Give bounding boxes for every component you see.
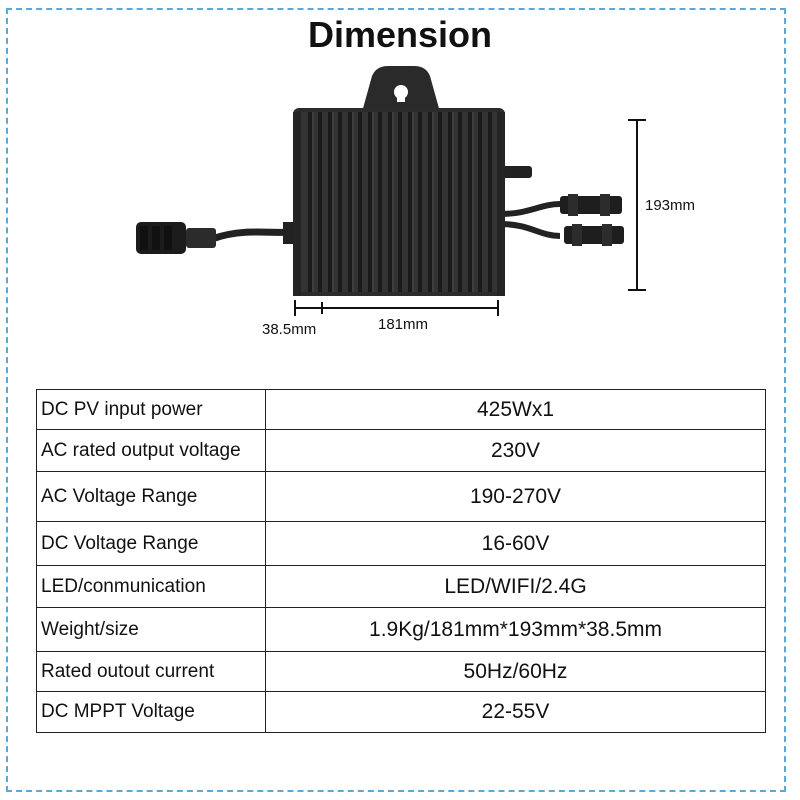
microinverter-image xyxy=(136,66,646,316)
table-row: AC Voltage Range 190-270V xyxy=(36,471,766,522)
spec-label: AC Voltage Range xyxy=(36,471,266,522)
ac-connector xyxy=(136,222,186,254)
table-row: DC Voltage Range 16-60V xyxy=(36,521,766,566)
spec-value: 230V xyxy=(265,429,766,472)
spec-value: LED/WIFI/2.4G xyxy=(265,565,766,608)
spec-label: Rated outout current xyxy=(36,651,266,692)
height-label: 193mm xyxy=(645,197,696,214)
inverter-body xyxy=(293,108,505,296)
spec-value: 50Hz/60Hz xyxy=(265,651,766,692)
spec-value: 22-55V xyxy=(265,691,766,733)
spec-label: LED/conmunication xyxy=(36,565,266,608)
spec-value: 190-270V xyxy=(265,471,766,522)
spec-value: 425Wx1 xyxy=(265,389,766,430)
depth-label: 38.5mm xyxy=(262,321,317,338)
spec-value: 1.9Kg/181mm*193mm*38.5mm xyxy=(265,607,766,652)
table-row: Weight/size 1.9Kg/181mm*193mm*38.5mm xyxy=(36,607,766,652)
spec-value: 16-60V xyxy=(265,521,766,566)
table-row: Rated outout current 50Hz/60Hz xyxy=(36,651,766,692)
table-row: AC rated output voltage 230V xyxy=(36,429,766,472)
table-row: DC PV input power 425Wx1 xyxy=(36,389,766,430)
height-dimension-line xyxy=(628,119,646,291)
dc-cable-top xyxy=(499,201,561,217)
width-label: 181mm xyxy=(378,316,429,333)
spec-label: DC MPPT Voltage xyxy=(36,691,266,733)
spec-label: Weight/size xyxy=(36,607,266,652)
width-dimension-line xyxy=(294,300,499,316)
spec-label: DC Voltage Range xyxy=(36,521,266,566)
spec-label: AC rated output voltage xyxy=(36,429,266,472)
top-stub xyxy=(498,166,532,178)
dashed-frame xyxy=(6,8,786,792)
table-row: LED/conmunication LED/WIFI/2.4G xyxy=(36,565,766,608)
dc-cable-bottom xyxy=(499,221,561,239)
spec-label: DC PV input power xyxy=(36,389,266,430)
spec-table: DC PV input power 425Wx1 AC rated output… xyxy=(36,389,766,733)
table-row: DC MPPT Voltage 22-55V xyxy=(36,691,766,733)
page-title: Dimension xyxy=(307,14,493,55)
